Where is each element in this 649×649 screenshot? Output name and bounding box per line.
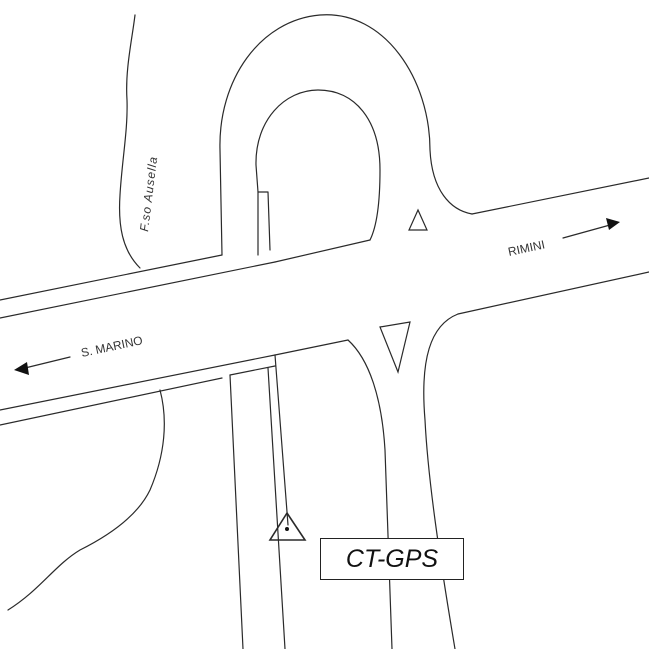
main-road (0, 177, 649, 426)
triangle-with-dot-icon (268, 511, 307, 541)
side-road (229, 354, 289, 649)
east-destination-label: RIMINI (507, 237, 546, 258)
west-destination-label: S. MARINO (80, 333, 144, 360)
river-label: F.so Ausella (137, 155, 160, 232)
river-upper (118, 14, 141, 269)
arrow-left-icon (14, 356, 71, 375)
triangle-icon (408, 208, 428, 231)
gps-station-label: CT-GPS (320, 538, 464, 580)
triangle-icon (379, 321, 411, 374)
loop-ramp (219, 14, 473, 256)
river-lower (7, 389, 165, 611)
south-ramps (347, 313, 459, 649)
arrow-right-icon (562, 218, 620, 239)
